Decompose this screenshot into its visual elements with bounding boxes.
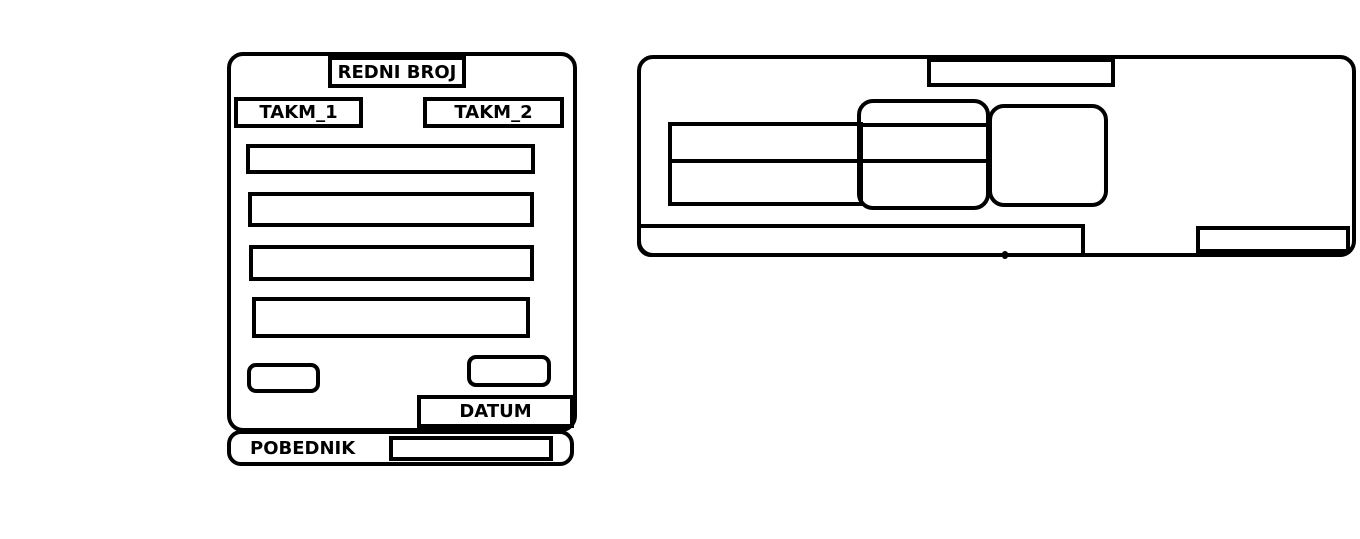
- input-field-3[interactable]: [249, 245, 534, 281]
- grid-box-wide: [668, 122, 863, 206]
- pobednik-label: POBEDNIK: [250, 437, 356, 459]
- takm-2-label: TAKM_2: [423, 97, 564, 128]
- input-field-2[interactable]: [248, 192, 534, 227]
- top-center-box: [927, 58, 1115, 87]
- rounded-box-1: [857, 99, 990, 210]
- takm-1-label: TAKM_1: [234, 97, 363, 128]
- datum-label: DATUM: [417, 395, 574, 428]
- redni-broj-label: REDNI BROJ: [328, 56, 466, 88]
- right-button[interactable]: [467, 355, 551, 387]
- left-button[interactable]: [247, 363, 320, 393]
- input-field-4[interactable]: [252, 297, 530, 338]
- grid-divider-line: [668, 159, 990, 163]
- rounded-box-2: [988, 104, 1108, 207]
- input-field-1[interactable]: [246, 144, 535, 174]
- bottom-left-bar: [637, 224, 1085, 257]
- bottom-right-box[interactable]: [1196, 226, 1350, 253]
- rounded-box-1-top-line: [860, 123, 988, 127]
- dot-mark: [1002, 251, 1008, 259]
- pobednik-input[interactable]: [389, 436, 553, 461]
